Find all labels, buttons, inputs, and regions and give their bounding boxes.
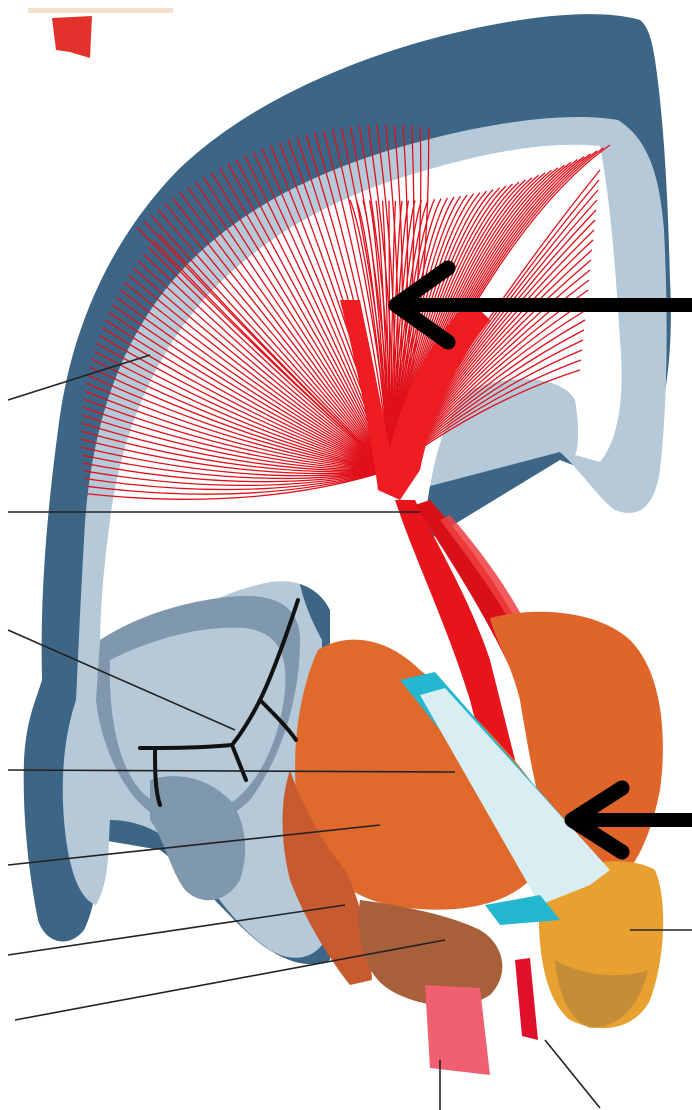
corner-markers	[28, 8, 173, 58]
brainstem-red-strip	[515, 958, 538, 1040]
corner-red-marker	[52, 16, 92, 58]
brainstem-pink	[425, 985, 490, 1075]
leader-line-10	[545, 1040, 600, 1108]
corner-strip	[28, 8, 173, 13]
